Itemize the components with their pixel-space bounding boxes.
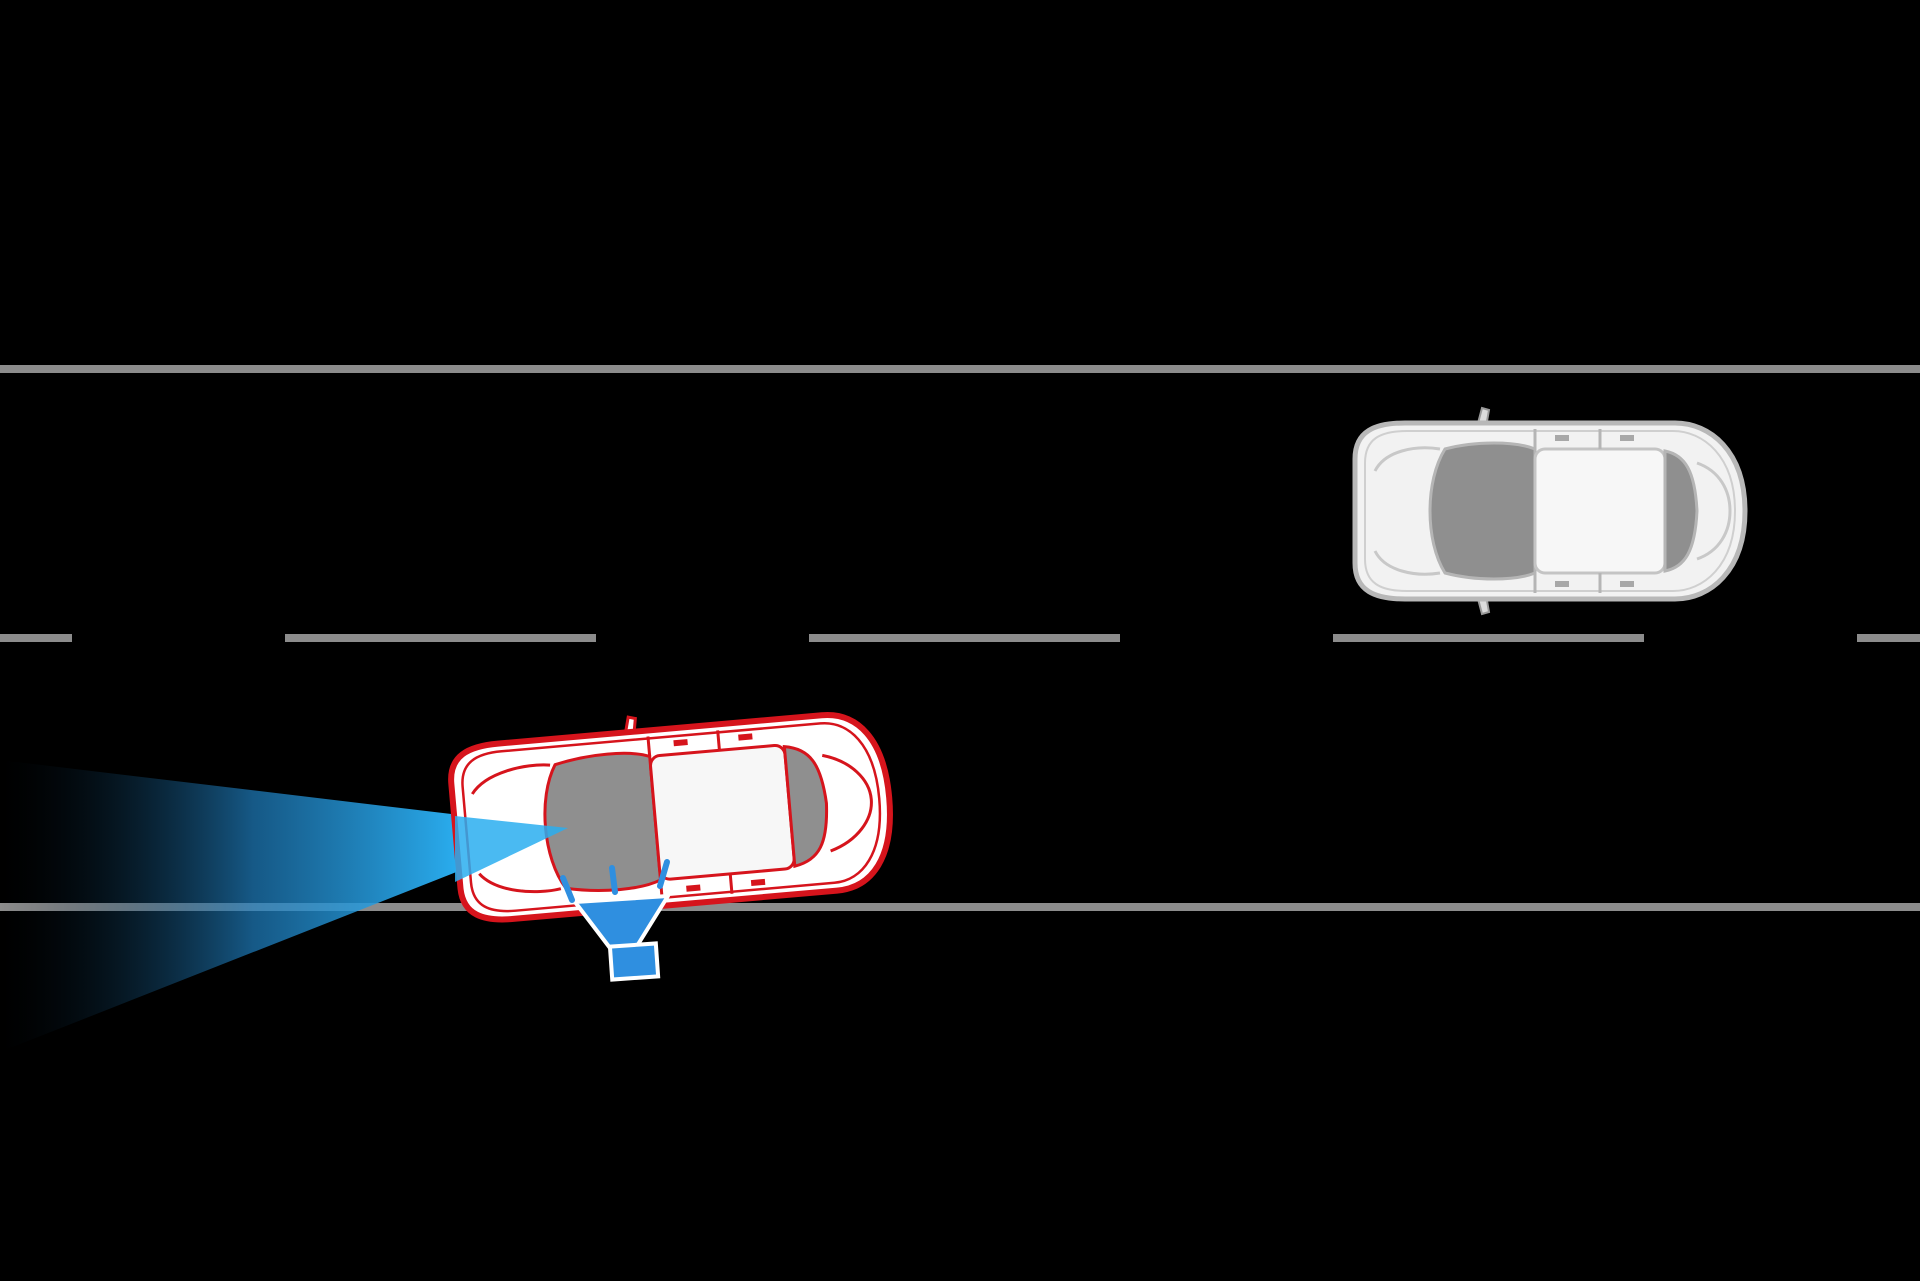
center-dashed-lane-line <box>0 634 1920 642</box>
top-solid-lane-line <box>0 365 1920 373</box>
host-vehicle <box>448 712 893 925</box>
camera-beam-core <box>455 816 568 882</box>
lane-departure-alert-icon <box>560 859 670 982</box>
car-topdown-icon <box>448 712 893 925</box>
lead-vehicle <box>1352 406 1748 616</box>
bottom-solid-lane-line <box>0 903 1920 911</box>
camera-view-cone-icon <box>0 760 568 1052</box>
car-topdown-icon <box>1352 406 1748 616</box>
